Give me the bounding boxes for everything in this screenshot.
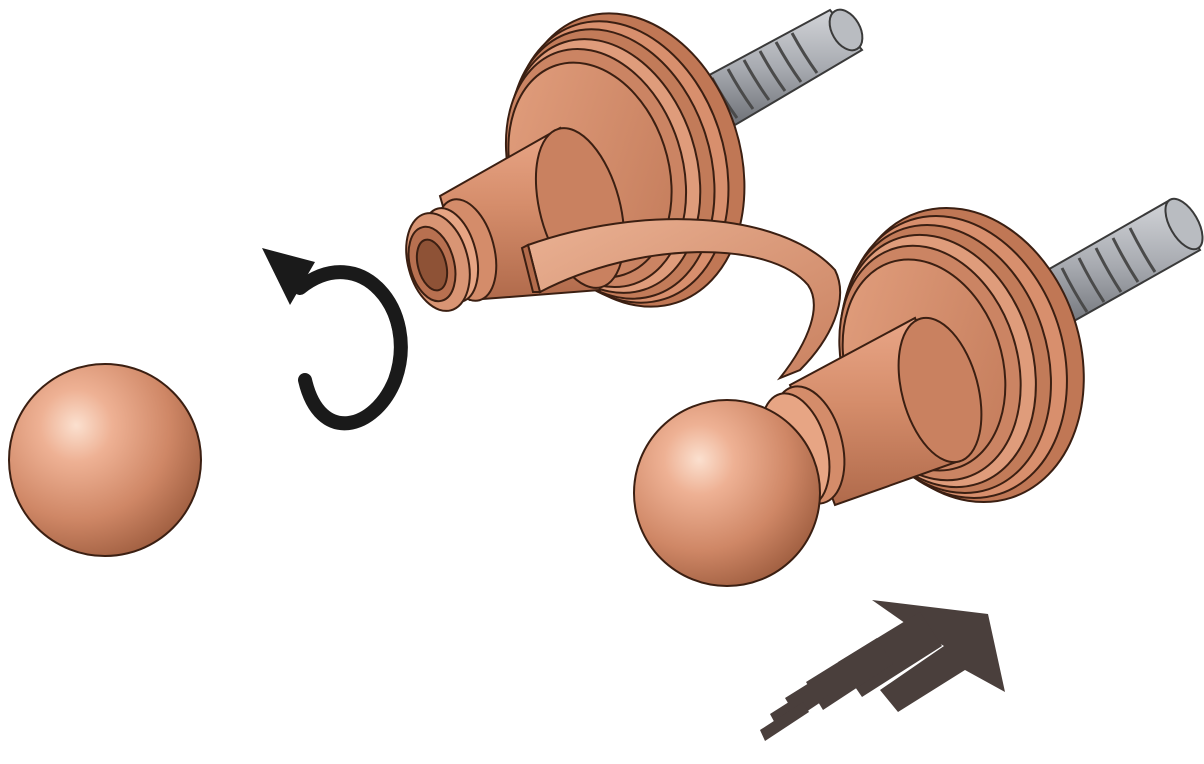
- loose-sphere: [9, 364, 201, 556]
- attached-sphere: [634, 400, 820, 586]
- rotate-arrow-icon: [262, 248, 401, 423]
- rear-stud-assembly: [396, 0, 869, 337]
- push-arrow-icon: [760, 600, 1005, 741]
